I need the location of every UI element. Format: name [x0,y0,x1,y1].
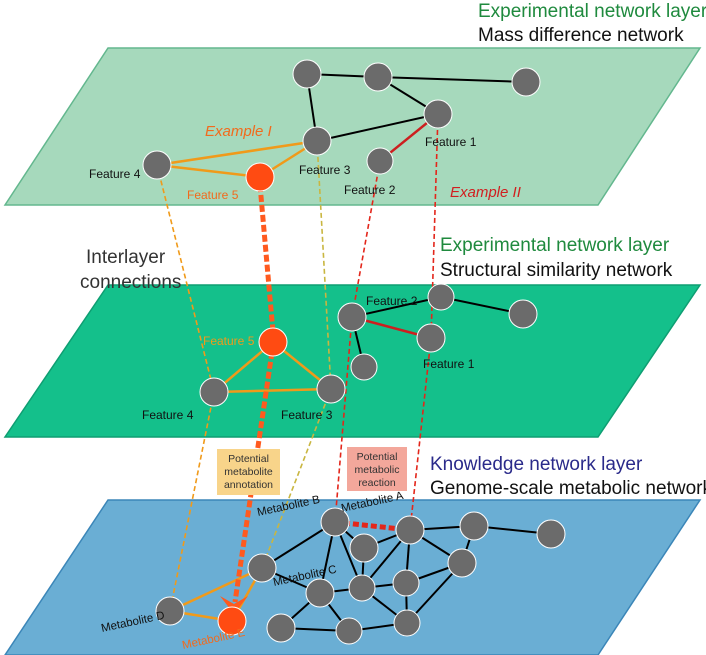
struct-node [350,353,378,381]
mass-feature5-node [245,162,275,192]
example-2-label: Example II [450,184,521,201]
struct-feature5-node [258,327,288,357]
mass-feature2-label: Feature 2 [344,183,396,197]
struct-feature5-label: Feature 5 [203,334,255,348]
mass-difference-layer-plane [3,47,702,206]
mass-feature3-node [302,126,332,156]
knowledge-layer-nodes [155,507,566,645]
arrowhead-icon [220,596,248,614]
interlayer-line [169,391,215,612]
potential-annotation-callout: Potential metabolite annotation [217,449,280,495]
mass-feature4-node [142,150,172,180]
interlayer-label-line2: connections [80,272,181,293]
struct-node [427,283,455,311]
interlayer-line [316,140,332,390]
reaction-callout-line: metabolic [355,464,400,476]
structural-layer-title: Experimental network layer [440,235,670,256]
potential-reaction-callout: Potential metabolic reaction [347,447,407,491]
struct-feature3-node [316,374,346,404]
know-node [392,569,420,597]
know-node [266,613,296,643]
mass-orange-edge [156,139,318,167]
struct-orange-edge [213,387,332,394]
mass-feature2-node [366,147,394,175]
mass-feature3-label: Feature 3 [299,163,351,177]
mass-layer-nodes [142,59,541,192]
struct-feature2-label: Feature 2 [366,294,418,308]
mass-node [363,62,393,92]
metabolite-e-node [217,606,247,636]
interlayer-label-line1: Interlayer [86,247,166,268]
reaction-callout-box [347,447,407,491]
knowledge-layer-title: Knowledge network layer [430,454,643,475]
struct-feature4-node [199,377,229,407]
metabolite-a-node [395,515,425,545]
interlayer-line [334,316,353,523]
know-node [348,574,376,602]
know-node [393,609,421,637]
mass-node [511,67,541,97]
mass-feature5-label: Feature 5 [187,188,239,202]
reaction-callout-line: Potential [357,451,398,463]
know-node [335,617,363,645]
struct-feature2-node [337,302,367,332]
know-node [447,548,477,578]
struct-feature1-node [416,323,446,353]
mass-node [292,59,322,89]
struct-edge [351,296,442,318]
reaction-callout-line: reaction [358,477,396,489]
mass-feature1-label: Feature 1 [425,135,477,149]
knowledge-layer-subtitle: Genome-scale metabolic network [430,478,706,499]
annotation-callout-line: Potential [228,453,269,465]
interlayer-line [351,160,381,318]
structural-layer-subtitle: Structural similarity network [440,260,673,281]
mass-orange-edge [156,163,261,179]
struct-feature4-label: Feature 4 [142,408,194,422]
example-1-label: Example I [205,123,272,140]
know-node [349,533,379,563]
mass-edge [377,76,527,83]
struct-node [508,299,538,329]
mass-feature4-label: Feature 4 [89,167,141,181]
mass-edge [316,113,439,142]
struct-feature1-label: Feature 1 [423,357,475,371]
know-node [536,519,566,549]
metabolite-c-node [247,553,277,583]
annotation-callout-box [217,449,280,495]
interlayer-line [156,164,215,393]
annotation-callout-line: metabolite [224,466,273,478]
annotation-callout-line: annotation [224,479,273,491]
structural-layer-nodes [199,283,538,407]
mass-layer-subtitle: Mass difference network [478,25,684,46]
struct-feature3-label: Feature 3 [281,408,333,422]
mass-layer-title: Experimental network layer [478,1,706,22]
metabolite-b-node [320,507,350,537]
mass-feature1-node [423,99,453,129]
highlight-interlayer-line [257,184,276,333]
know-node [459,511,489,541]
know-orange-edge [169,566,263,613]
metabolite-d-node [155,596,185,626]
interlayer-line [409,337,432,531]
know-node [305,578,335,608]
